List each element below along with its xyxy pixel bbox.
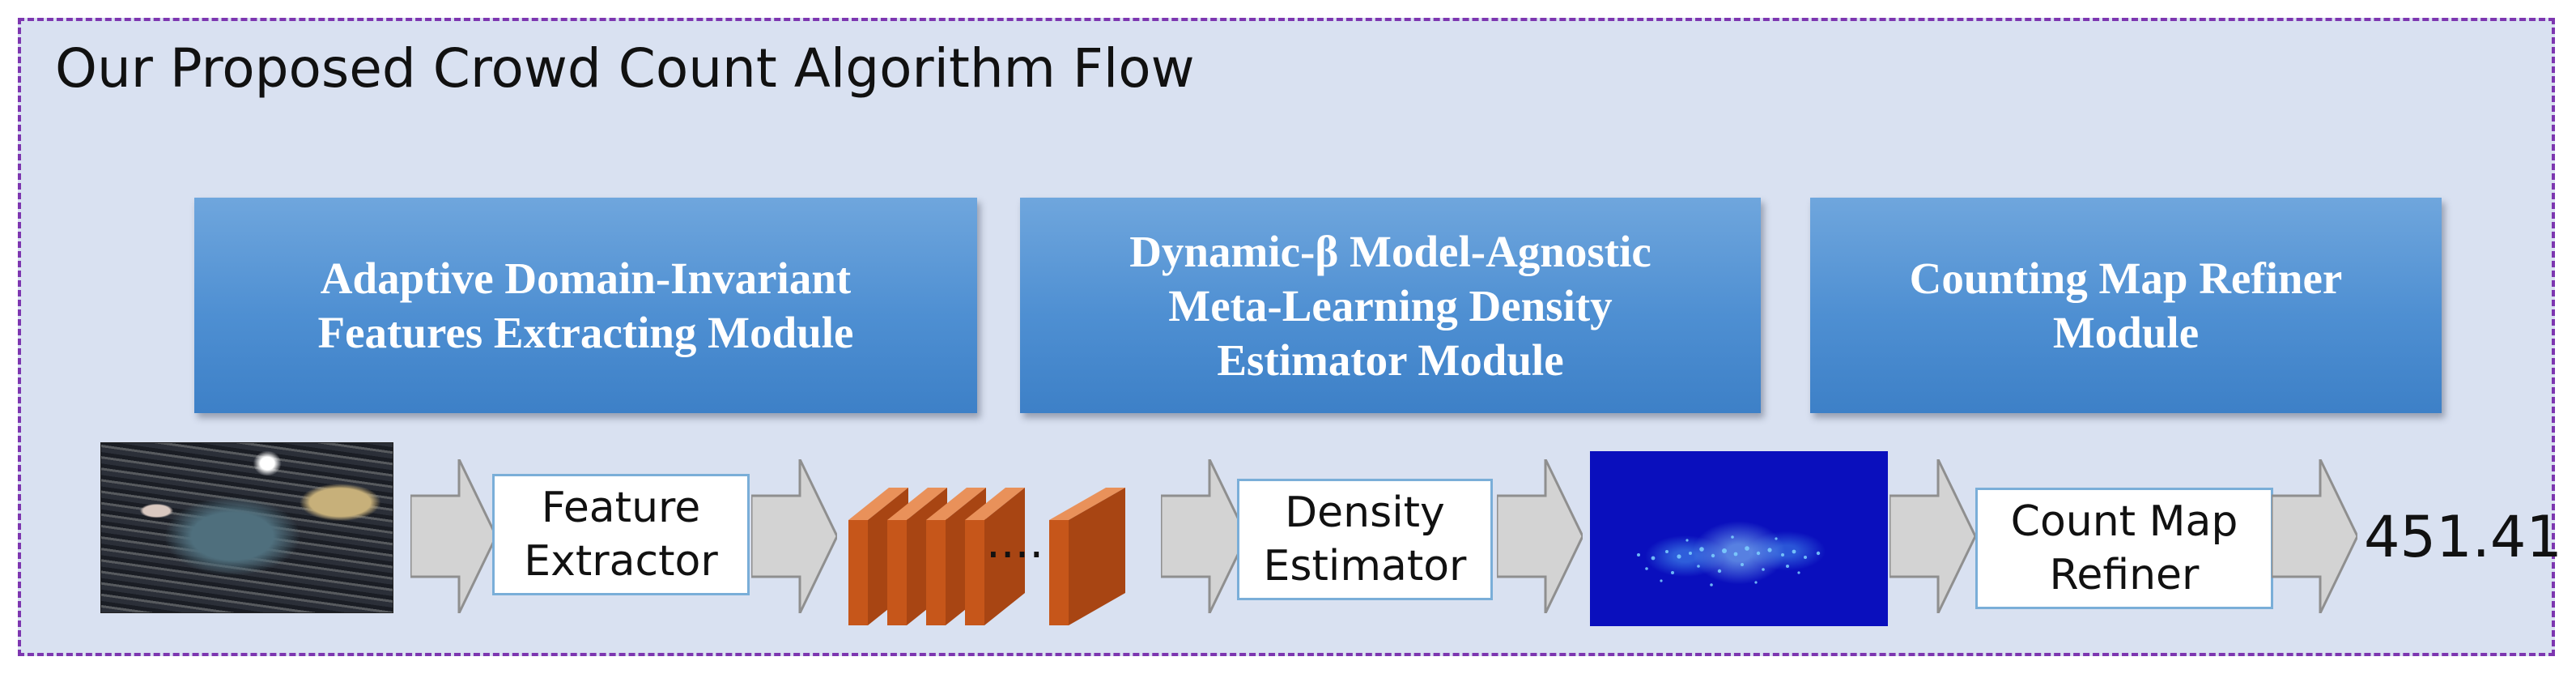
feature-maps-ellipsis: .... (986, 516, 1044, 569)
module-density-estimator: Dynamic-β Model-Agnostic Meta-Learning D… (1020, 198, 1761, 413)
feature-map-5 (1049, 488, 1125, 625)
flow-arrow-1 (410, 459, 496, 613)
feature-maps-stack (834, 431, 1158, 625)
feature-extractor-box: Feature Extractor (492, 474, 750, 595)
module-map-refiner-label: Counting Map Refiner Module (1909, 254, 2343, 357)
input-crowd-image (100, 442, 393, 613)
density-estimator-label: Density Estimator (1263, 488, 1467, 591)
density-map-image (1590, 451, 1888, 626)
flow-arrow-5 (1889, 459, 1975, 613)
feature-extractor-label: Feature Extractor (524, 484, 718, 586)
feature-map-4 (965, 488, 1025, 625)
count-map-refiner-label: Count Map Refiner (2010, 497, 2238, 599)
flow-arrow-4 (1497, 459, 1583, 613)
count-map-refiner-box: Count Map Refiner (1975, 488, 2273, 609)
density-estimator-box: Density Estimator (1237, 479, 1493, 600)
diagram-title: Our Proposed Crowd Count Algorithm Flow (55, 37, 1195, 100)
count-result: 451.41 (2364, 504, 2562, 570)
flow-arrow-2 (751, 459, 837, 613)
module-feature-extracting: Adaptive Domain-Invariant Features Extra… (194, 198, 977, 413)
module-map-refiner: Counting Map Refiner Module (1810, 198, 2442, 413)
flow-arrow-3 (1161, 459, 1247, 613)
module-density-estimator-label: Dynamic-β Model-Agnostic Meta-Learning D… (1129, 226, 1651, 385)
module-feature-extracting-label: Adaptive Domain-Invariant Features Extra… (317, 254, 854, 357)
flow-arrow-6 (2272, 459, 2357, 613)
